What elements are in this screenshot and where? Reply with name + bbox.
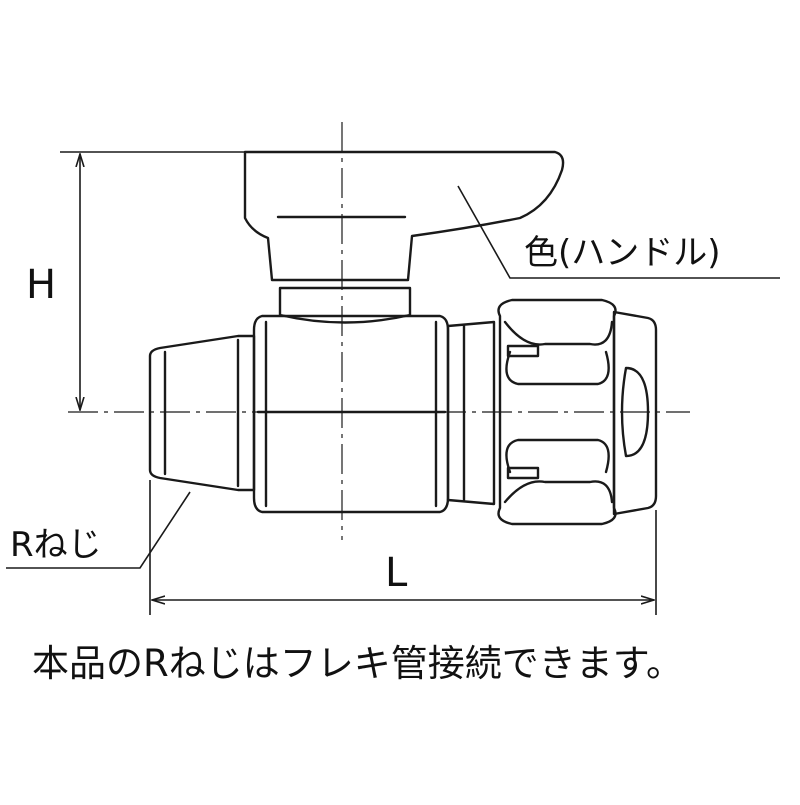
- handle-color-label: 色(ハンドル): [524, 233, 721, 273]
- flare-nut-notch-upper: [506, 344, 540, 358]
- height-dim-label: H: [26, 262, 56, 308]
- handle-color-leader: [457, 185, 780, 279]
- end-tube: [612, 310, 658, 516]
- flare-nut-flat-bottom: [503, 480, 614, 504]
- r-thread-label: Rねじ: [10, 525, 102, 565]
- stem-neck: [278, 286, 412, 324]
- length-dim-label: L: [385, 550, 408, 596]
- valve-body: [252, 314, 450, 514]
- flare-nut-flat-mid-top: [505, 350, 610, 386]
- r-thread-body: [148, 334, 256, 492]
- flare-nut-notch-lower: [506, 466, 540, 480]
- diagram-caption: 本品のRねじはフレキ管接続できます。: [32, 642, 683, 685]
- end-opening: [620, 366, 650, 458]
- flare-nut-flat-mid-bottom: [505, 438, 610, 474]
- r-thread-leader: [6, 491, 191, 569]
- flare-nut-flat-top: [503, 320, 614, 346]
- handle-lever: [243, 150, 565, 282]
- connector-collar: [446, 320, 496, 506]
